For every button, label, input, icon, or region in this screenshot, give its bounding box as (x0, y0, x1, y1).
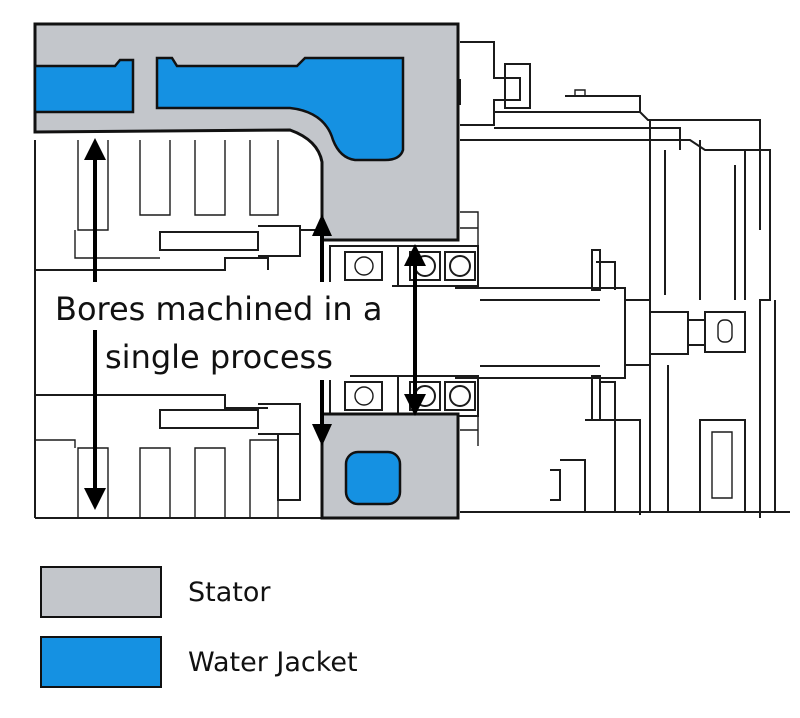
callout-backdrop-1 (52, 282, 392, 330)
legend-water-jacket: Water Jacket (40, 636, 358, 688)
callout-backdrop-2 (100, 336, 350, 380)
water-jacket-right (155, 56, 405, 162)
water-jacket-lower (344, 450, 402, 506)
stator-label: Stator (188, 576, 271, 608)
upper-bearing (329, 211, 479, 287)
water-jacket-label: Water Jacket (188, 646, 358, 678)
callout-line-1: Bores machined in a (55, 290, 382, 328)
legend-stator: Stator (40, 566, 270, 618)
housing-linework (34, 41, 790, 519)
callout-line-2: single process (105, 338, 333, 376)
water-jacket-swatch (40, 636, 162, 688)
water-jacket-section (33, 56, 405, 506)
stator-swatch (40, 566, 162, 618)
water-jacket-left (33, 58, 135, 114)
